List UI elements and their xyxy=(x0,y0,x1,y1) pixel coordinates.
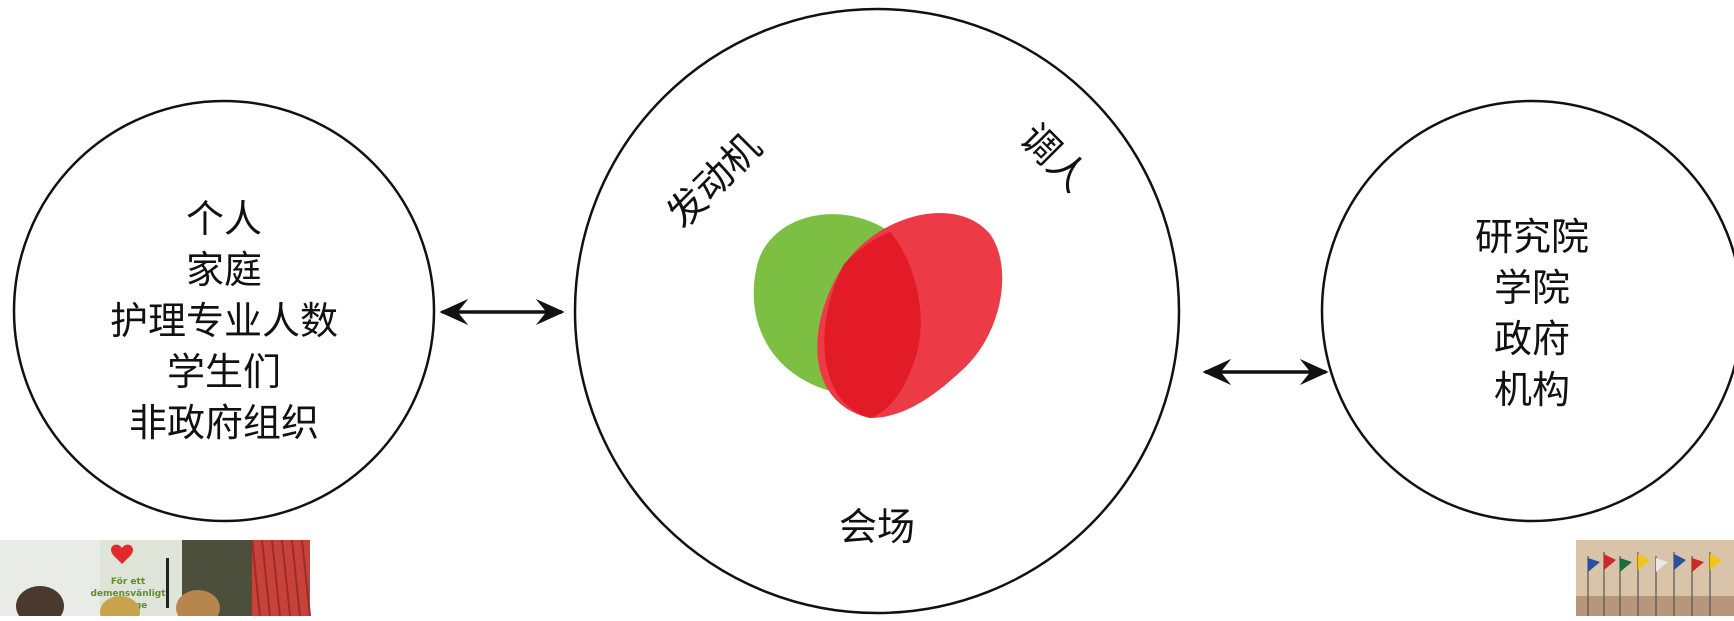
right-circle-text: 研究院 学院 政府 机构 xyxy=(1475,215,1589,412)
heart-logo xyxy=(753,212,1003,418)
heart-overlap xyxy=(824,232,921,418)
left-line-4: 学生们 xyxy=(167,350,281,394)
center-label-venue: 会场 xyxy=(839,505,915,549)
left-line-3: 护理专业人数 xyxy=(110,299,338,343)
photo-flags-right xyxy=(1576,540,1734,616)
left-circle-text: 个人 家庭 护理专业人数 学生们 非政府组织 xyxy=(110,197,338,445)
center-label-mediator: 调人 xyxy=(1012,115,1097,200)
right-line-3: 政府 xyxy=(1494,317,1570,361)
left-circle xyxy=(12,99,436,523)
right-circle xyxy=(1320,99,1734,523)
photo-conference-left: För ett demensvänligt Sverige xyxy=(0,539,311,621)
left-line-5: 非政府组织 xyxy=(129,401,319,445)
center-label-engine: 发动机 xyxy=(658,125,770,237)
left-line-1: 个人 xyxy=(186,197,262,241)
photo-sign-heart xyxy=(111,544,133,564)
left-line-2: 家庭 xyxy=(186,248,262,292)
right-line-4: 机构 xyxy=(1494,368,1570,412)
photo-sign-line-1: För ett xyxy=(111,577,146,587)
right-line-1: 研究院 xyxy=(1475,215,1589,259)
right-line-2: 学院 xyxy=(1494,266,1570,310)
center-circle xyxy=(573,7,1181,615)
photo-sign-line-2: demensvänligt xyxy=(90,589,166,599)
